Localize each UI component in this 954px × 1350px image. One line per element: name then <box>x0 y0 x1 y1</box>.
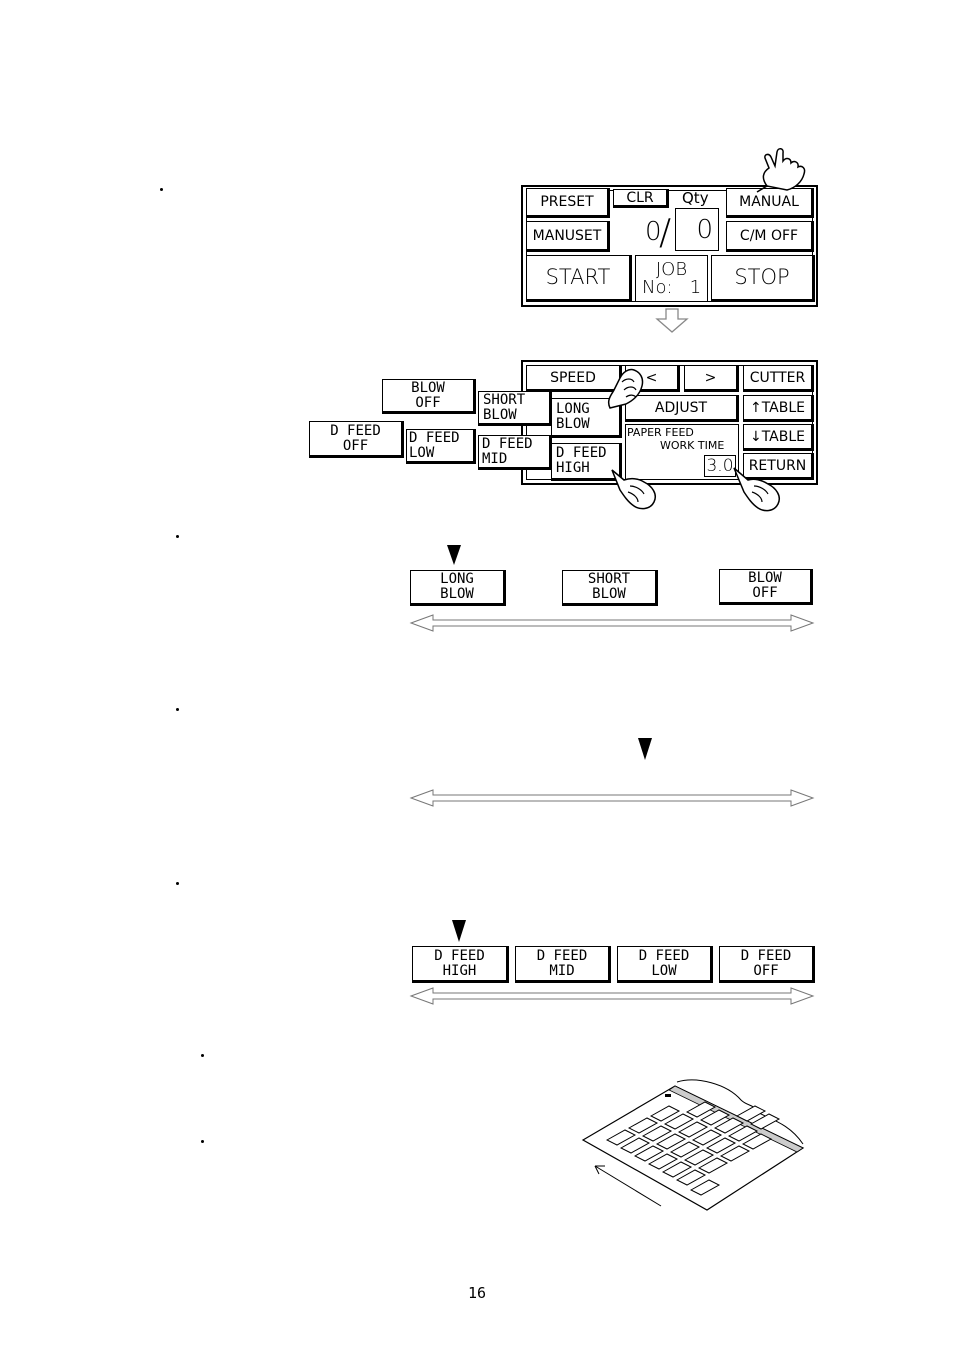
pointing-hand-icon <box>756 148 806 193</box>
bullet-dot <box>176 882 179 885</box>
manuset-button[interactable]: MANUSET <box>526 221 610 252</box>
double-arrow-icon <box>409 789 815 807</box>
paper-feed-work-time-display <box>625 424 739 480</box>
clr-button[interactable]: CLR <box>613 189 669 208</box>
table-down-button[interactable]: ↓TABLE <box>743 424 814 451</box>
long-blow-button[interactable]: LONG BLOW <box>551 398 622 438</box>
selection-marker-icon <box>638 738 652 760</box>
job-label: JOB <box>655 258 688 280</box>
count-slash: / <box>659 212 672 253</box>
job-number-display: JOB No: 1 <box>635 255 708 302</box>
blow-off-option[interactable]: BLOW OFF <box>719 569 813 605</box>
qty-value-field[interactable]: 0 <box>675 208 719 251</box>
short-blow-option[interactable]: SHORT BLOW <box>562 570 658 606</box>
d-feed-mid-option[interactable]: D FEED MID <box>515 946 611 983</box>
adjust-button[interactable]: ADJUST <box>625 395 739 422</box>
bullet-dot <box>176 535 179 538</box>
qty-label: Qty <box>682 189 709 207</box>
cutter-button[interactable]: CUTTER <box>743 365 814 392</box>
d-feed-off-option[interactable]: D FEED OFF <box>719 946 815 983</box>
right-arrow-button[interactable]: > <box>684 365 739 392</box>
d-feed-low-option[interactable]: D FEED LOW <box>617 946 713 983</box>
selection-marker-icon <box>452 920 466 942</box>
job-number: No: 1 <box>642 276 702 298</box>
long-blow-option[interactable]: LONG BLOW <box>410 570 506 606</box>
cm-off-button[interactable]: C/M OFF <box>726 221 814 252</box>
bullet-dot <box>176 708 179 711</box>
work-time-label: WORK TIME <box>660 439 725 452</box>
speed-button[interactable]: SPEED <box>526 365 622 392</box>
sheet-illustration <box>581 1079 805 1211</box>
pointing-hand-icon <box>607 368 644 409</box>
work-time-value[interactable]: 3.0 <box>704 455 736 477</box>
table-up-button[interactable]: ↑TABLE <box>743 395 814 422</box>
bullet-dot <box>160 188 163 191</box>
pointing-hand-icon <box>733 467 780 512</box>
stop-button[interactable]: STOP <box>711 255 815 302</box>
popup-d-feed-mid-button[interactable]: D FEED MID <box>478 435 552 470</box>
paper-feed-label: PAPER FEED <box>627 426 694 439</box>
start-button[interactable]: START <box>526 255 632 302</box>
bullet-dot <box>201 1054 204 1057</box>
selection-marker-icon <box>447 545 461 565</box>
bullet-dot <box>201 1140 204 1143</box>
popup-blow-off-button[interactable]: BLOW OFF <box>382 379 476 414</box>
popup-short-blow-button[interactable]: SHORT BLOW <box>478 391 552 426</box>
popup-d-feed-low-button[interactable]: D FEED LOW <box>406 429 476 464</box>
preset-button[interactable]: PRESET <box>526 188 610 218</box>
down-arrow-icon <box>655 308 689 333</box>
d-feed-high-button[interactable]: D FEED HIGH <box>551 443 622 481</box>
manual-button[interactable]: MANUAL <box>726 188 814 218</box>
d-feed-high-option[interactable]: D FEED HIGH <box>412 946 509 983</box>
count-value: 0 <box>645 217 662 247</box>
return-button[interactable]: RETURN <box>743 453 814 480</box>
page-number: 16 <box>467 1284 487 1302</box>
popup-d-feed-off-button[interactable]: D FEED OFF <box>309 421 404 458</box>
pointing-hand-icon <box>611 469 656 510</box>
double-arrow-icon <box>409 987 815 1005</box>
double-arrow-icon <box>409 614 815 632</box>
